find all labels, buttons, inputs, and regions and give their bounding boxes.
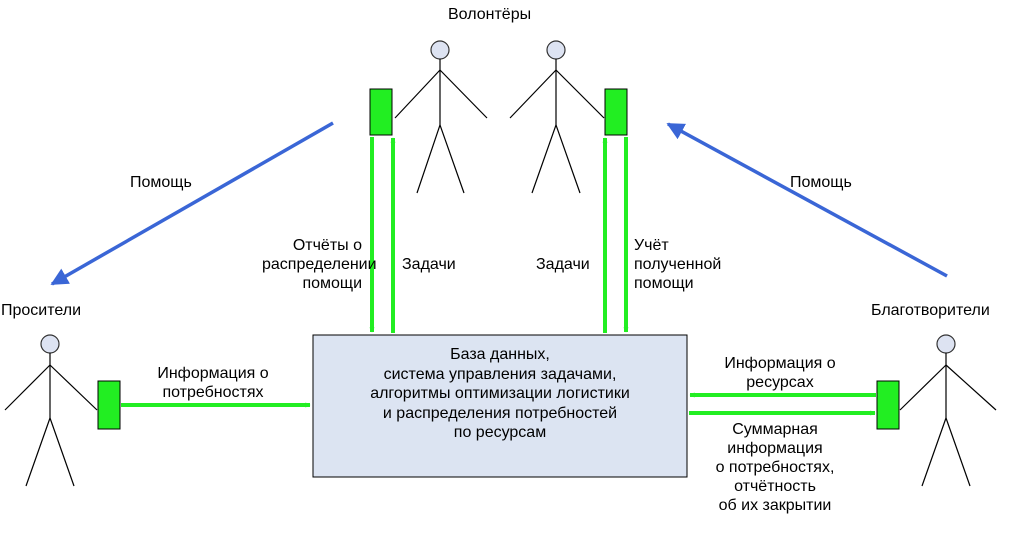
help-left-label: Помощь xyxy=(130,174,192,191)
requester-figure xyxy=(4,334,98,487)
arrow-help-right xyxy=(666,122,948,278)
volunteers-title: Волонтёры xyxy=(448,6,532,23)
volunteer-figure-right xyxy=(509,40,605,194)
requesters-title: Просители xyxy=(1,302,82,319)
arrow-help-left xyxy=(50,121,334,286)
needs-info-label: Информация о потребностях xyxy=(157,365,269,401)
tasks-right-label: Задачи xyxy=(536,256,590,273)
accounting-label: Учёт полученной помощи xyxy=(634,237,722,292)
help-right-label: Помощь xyxy=(790,174,852,191)
benefactors-title: Благотворители xyxy=(871,302,990,319)
center-system-box xyxy=(312,334,688,478)
volunteer-figure-left xyxy=(394,40,488,194)
volunteer-left-device xyxy=(369,88,393,136)
volunteer-right-device xyxy=(604,88,628,136)
center-box-text: База данных, система управления задачами… xyxy=(370,346,630,441)
benefactor-device xyxy=(876,380,900,430)
benefactor-figure xyxy=(899,334,997,487)
summary-label: Суммарная информация о потребностях, отч… xyxy=(715,421,835,514)
reports-label: Отчёты о распределении помощи xyxy=(262,237,377,292)
resources-info-label: Информация о ресурсах xyxy=(724,355,836,391)
requester-device xyxy=(97,380,121,430)
tasks-left-label: Задачи xyxy=(402,256,456,273)
